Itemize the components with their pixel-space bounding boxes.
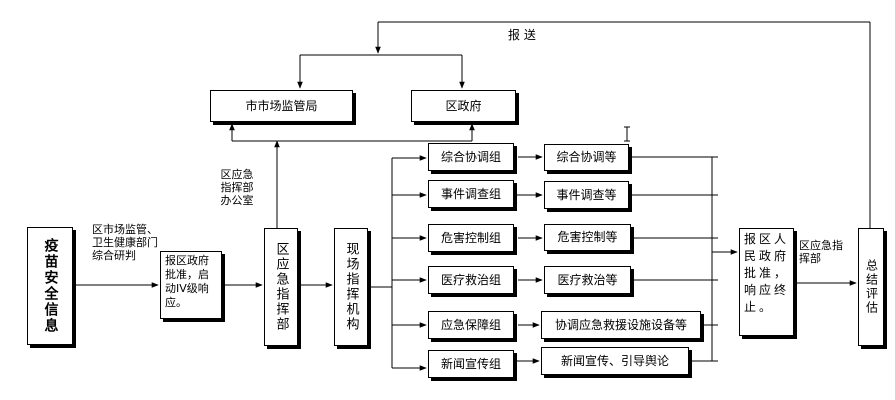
group-label: 事件调查组 bbox=[440, 186, 501, 201]
group-label: 危害控制组 bbox=[440, 230, 501, 245]
task-box-5: 协调应急救援设施设备等 bbox=[541, 311, 701, 339]
end-approve-box: 报区人民政府批准，响应终止。 bbox=[739, 228, 794, 336]
city-bureau-label: 市市场监管局 bbox=[245, 98, 318, 113]
group-box-4: 医疗救治组 bbox=[428, 266, 514, 294]
task-box-3: 危害控制等 bbox=[544, 224, 631, 251]
task-box-2: 事件调查等 bbox=[544, 181, 629, 209]
district-gov-label: 区政府 bbox=[445, 98, 482, 113]
office-label: 区应急指挥部办公室 bbox=[220, 168, 254, 207]
district-command-box: 区应急指挥部 bbox=[264, 228, 298, 346]
group-box-6: 新闻宣传组 bbox=[428, 350, 514, 378]
judge-label: 区市场监管、卫生健康部门综合研判 bbox=[92, 223, 158, 262]
source-label: 疫苗安全信息 bbox=[42, 238, 59, 334]
report-approve-label: 报区政府批准，启动IV级响应。 bbox=[165, 254, 209, 309]
group-label: 新闻宣传组 bbox=[440, 356, 501, 371]
task-label: 综合协调等 bbox=[556, 150, 617, 164]
group-label: 医疗救治组 bbox=[440, 272, 501, 287]
field-command-label: 现场指挥机构 bbox=[343, 242, 359, 332]
end-approve-label: 报区人民政府批准，响应终止。 bbox=[744, 232, 790, 314]
field-command-box: 现场指挥机构 bbox=[334, 228, 368, 346]
task-label: 事件调查等 bbox=[556, 187, 617, 202]
group-label: 应急保障组 bbox=[440, 317, 501, 332]
group-label: 综合协调组 bbox=[440, 149, 501, 164]
city-bureau-box: 市市场监管局 bbox=[210, 90, 353, 122]
group-box-1: 综合协调组 bbox=[428, 143, 514, 171]
group-box-3: 危害控制组 bbox=[428, 224, 514, 252]
task-box-1: 综合协调等 bbox=[544, 144, 629, 171]
district-gov-box: 区政府 bbox=[411, 90, 516, 122]
report-approve-box: 报区政府批准，启动IV级响应。 bbox=[160, 251, 222, 319]
summary-box: 总结评估 bbox=[858, 228, 884, 346]
task-label: 医疗救治等 bbox=[557, 272, 618, 287]
text-cursor-icon bbox=[624, 126, 630, 142]
task-label: 协调应急救援设施设备等 bbox=[554, 317, 687, 332]
end-command-label: 区应急指挥部 bbox=[799, 239, 843, 265]
group-box-5: 应急保障组 bbox=[428, 311, 514, 339]
task-box-4: 医疗救治等 bbox=[544, 266, 631, 294]
source-box: 疫苗安全信息 bbox=[27, 227, 73, 345]
group-box-2: 事件调查组 bbox=[428, 180, 514, 208]
task-box-6: 新闻宣传、引导舆论 bbox=[541, 347, 689, 375]
task-label: 新闻宣传、引导舆论 bbox=[560, 353, 669, 368]
task-label: 危害控制等 bbox=[557, 230, 618, 244]
report-send-label: 报 送 bbox=[508, 28, 536, 42]
summary-label: 总结评估 bbox=[864, 259, 879, 315]
district-command-label: 区应急指挥部 bbox=[273, 242, 289, 332]
